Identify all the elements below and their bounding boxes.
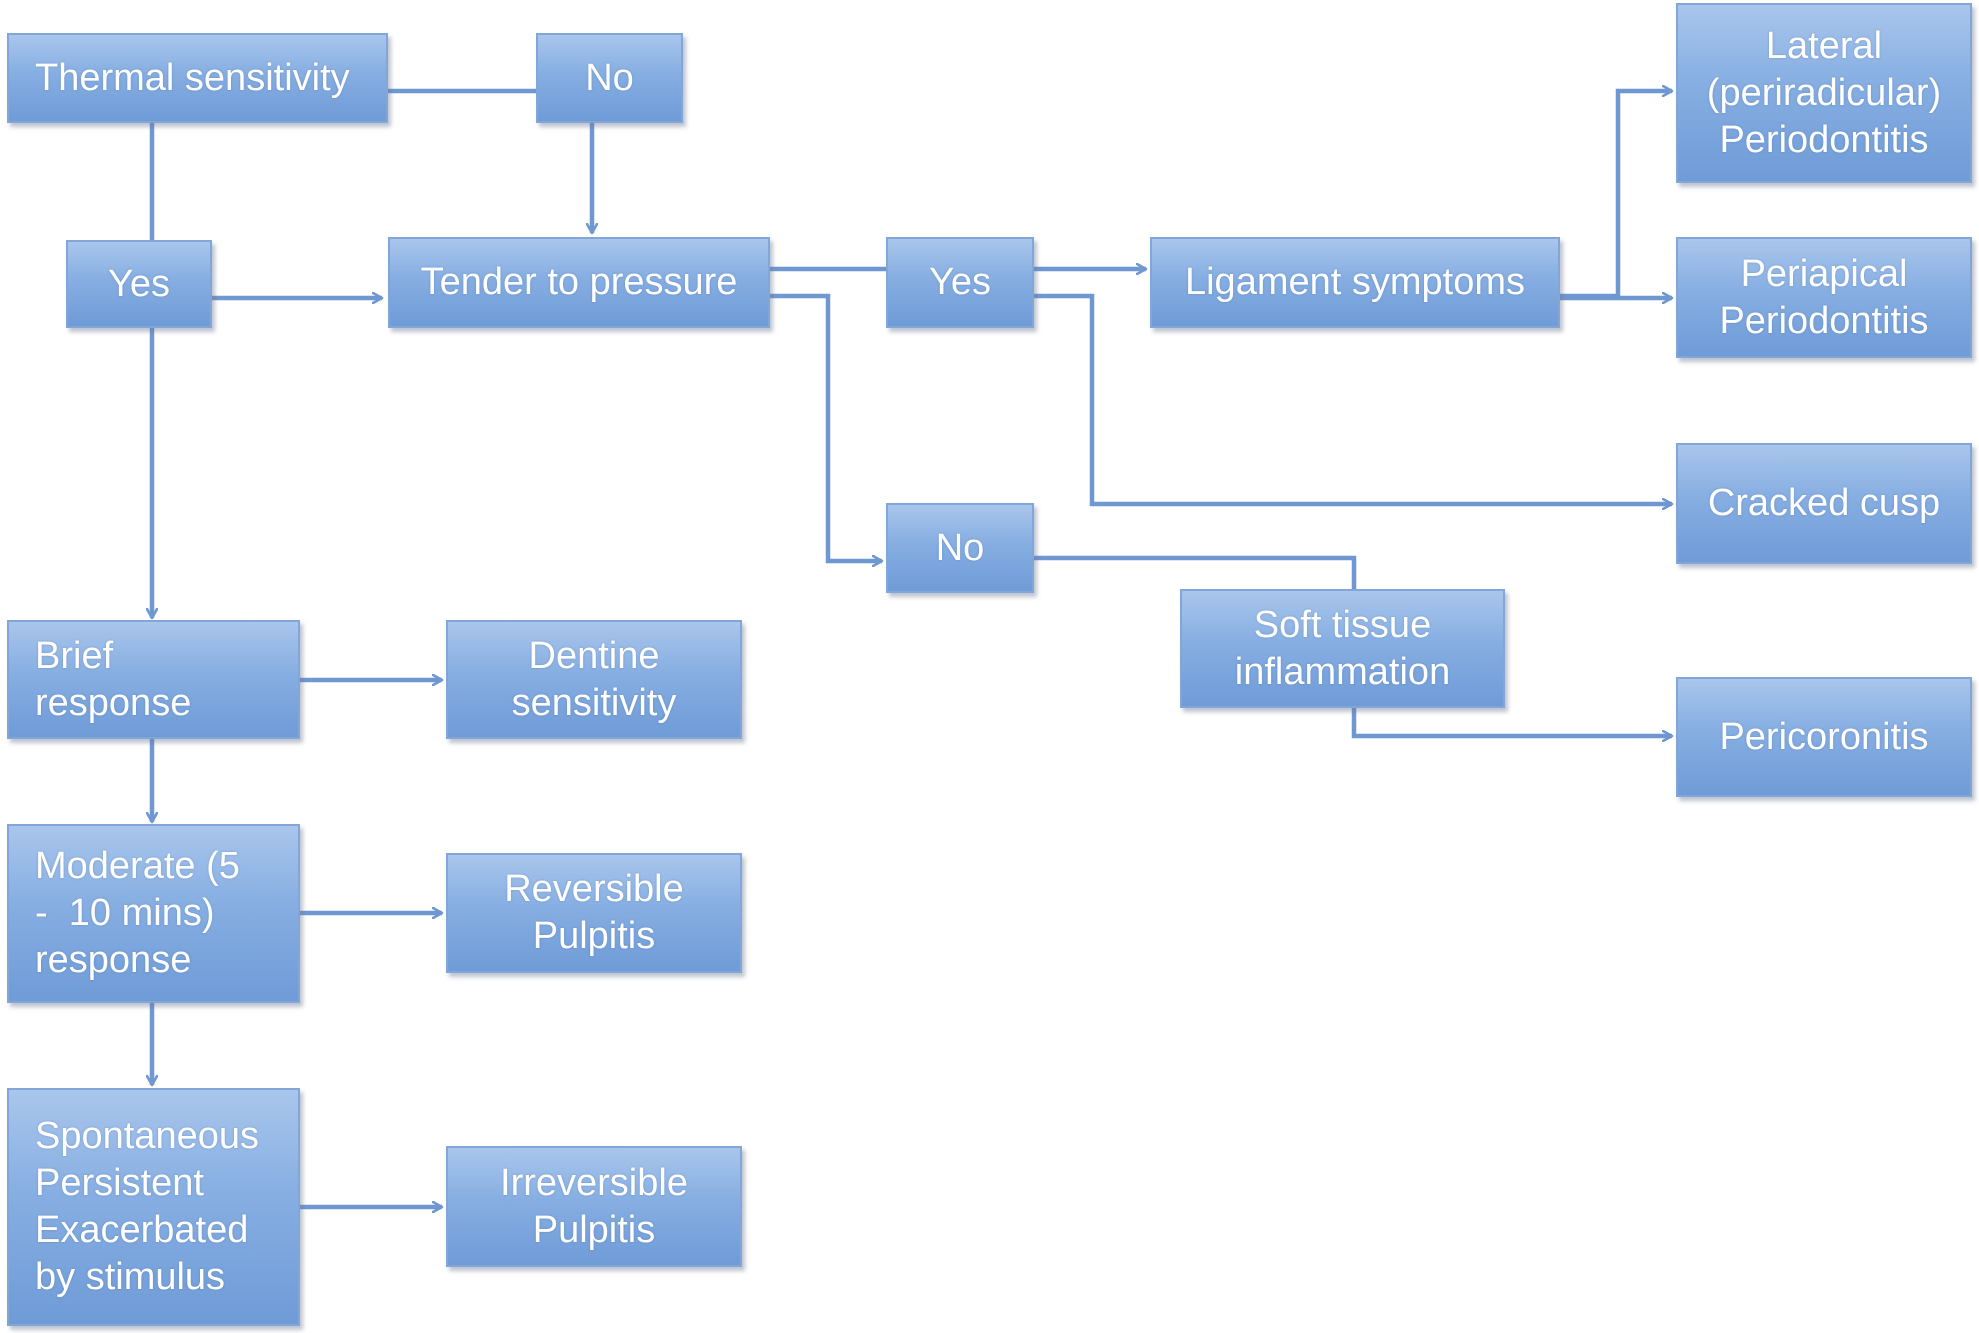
node-no-top-label: No — [585, 56, 634, 99]
node-tender-to-pressure: Tender to pressure — [388, 237, 770, 328]
node-cracked-cusp: Cracked cusp — [1676, 443, 1972, 564]
node-pericoronitis: Pericoronitis — [1676, 677, 1972, 797]
node-spontaneous-persistent-label: Spontaneous Persistent Exacerbated by st… — [35, 1115, 259, 1298]
node-yes-mid: Yes — [886, 237, 1034, 328]
node-tender-to-pressure-label: Tender to pressure — [420, 261, 738, 303]
node-thermal-sensitivity: Thermal sensitivity — [7, 33, 388, 123]
node-yes-left-label: Yes — [108, 262, 170, 305]
node-cracked-cusp-label: Cracked cusp — [1707, 482, 1941, 524]
node-pericoronitis-label: Pericoronitis — [1719, 715, 1929, 758]
node-yes-mid-label: Yes — [929, 261, 991, 303]
link-yes-mid-to-cracked — [1034, 293, 1672, 504]
node-brief-response-label: Brief response — [35, 634, 192, 724]
node-periapical-periodontitis: Periapical Periodontitis — [1676, 237, 1972, 358]
node-reversible-pulpitis-label: Reversible Pulpitis — [504, 868, 684, 957]
node-dentine-sensitivity: Dentine sensitivity — [446, 620, 742, 739]
node-lateral-periodontitis: Lateral (periradicular) Periodontitis — [1676, 3, 1972, 183]
node-no-mid-label: No — [935, 526, 985, 569]
node-reversible-pulpitis: Reversible Pulpitis — [446, 853, 742, 973]
link-tender-to-no-mid — [770, 293, 882, 561]
node-irreversible-pulpitis: Irreversible Pulpitis — [446, 1146, 742, 1267]
node-irreversible-pulpitis-label: Irreversible Pulpitis — [500, 1161, 688, 1251]
node-brief-response: Brief response — [7, 620, 300, 739]
node-yes-left: Yes — [66, 240, 212, 328]
link-no-mid-to-soft-tissue — [1034, 555, 1357, 589]
link-ligament-to-lateral — [1560, 91, 1672, 299]
node-no-top: No — [536, 33, 683, 123]
node-dentine-sensitivity-label: Dentine sensitivity — [511, 634, 677, 724]
link-soft-tissue-to-pericoronitis — [1351, 708, 1672, 736]
node-lateral-periodontitis-label: Lateral (periradicular) Periodontitis — [1706, 24, 1942, 161]
node-spontaneous-persistent: Spontaneous Persistent Exacerbated by st… — [7, 1088, 300, 1326]
node-periapical-periodontitis-label: Periapical Periodontitis — [1719, 252, 1929, 342]
node-soft-tissue-inflammation: Soft tissue inflammation — [1180, 589, 1505, 708]
node-no-mid: No — [886, 503, 1034, 593]
node-ligament-symptoms: Ligament symptoms — [1150, 237, 1560, 328]
node-thermal-sensitivity-label: Thermal sensitivity — [35, 56, 350, 99]
node-moderate-response: Moderate (5 - 10 mins) response — [7, 824, 300, 1003]
node-soft-tissue-inflammation-label: Soft tissue inflammation — [1234, 603, 1451, 693]
node-moderate-response-label: Moderate (5 - 10 mins) response — [35, 845, 240, 981]
node-ligament-symptoms-label: Ligament symptoms — [1184, 261, 1525, 303]
